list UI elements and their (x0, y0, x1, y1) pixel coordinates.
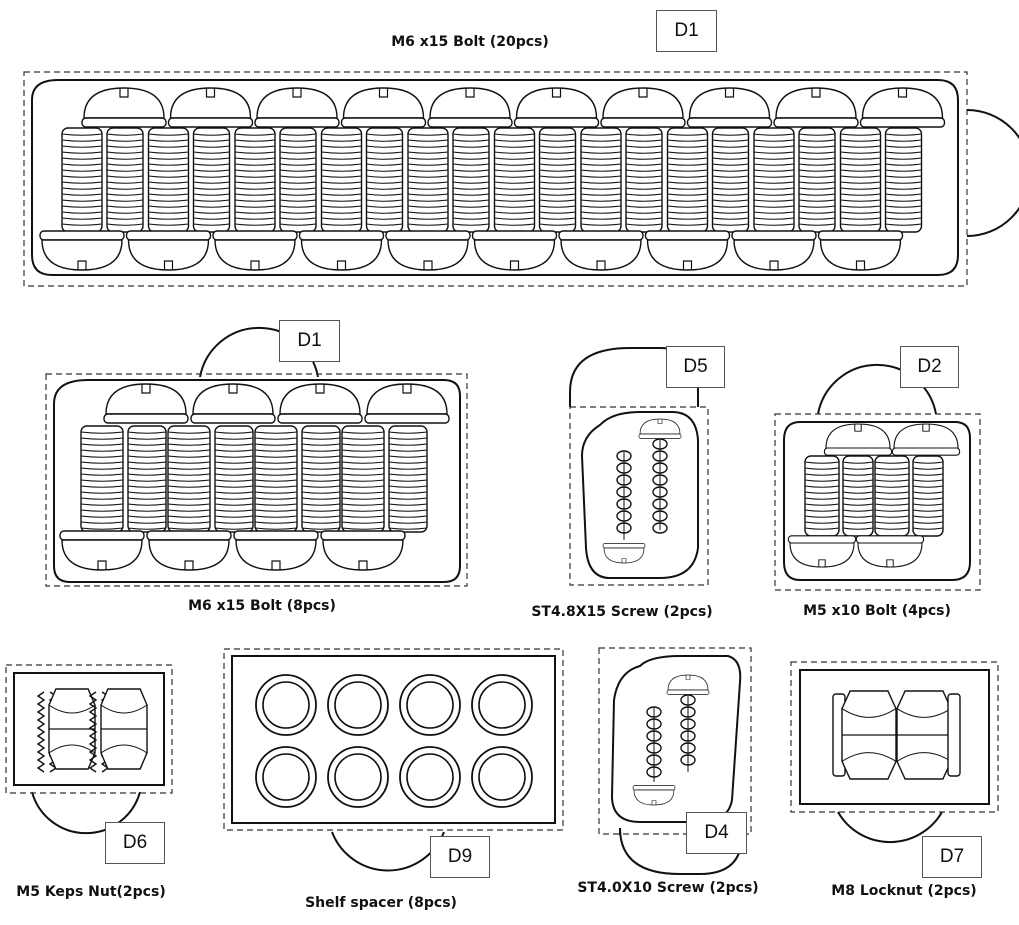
bolt-thread (912, 455, 944, 537)
bolt-thread (301, 425, 341, 533)
shelf-spacer (399, 746, 461, 808)
caption-d1-small: M6 x15 Bolt (8pcs) (188, 598, 336, 614)
bolt-thread (192, 127, 231, 233)
hex-nut (100, 688, 148, 770)
code-tag-d1-small: D1 (279, 320, 340, 362)
bolt-thread (147, 127, 190, 233)
bolt-thread (320, 127, 363, 233)
shelf-spacer (255, 746, 317, 808)
screw (602, 450, 646, 564)
bolt-thread (254, 425, 298, 533)
bolt-thread (711, 127, 750, 233)
bolt-thread (388, 425, 428, 533)
bolt-thread (80, 425, 124, 533)
code-tag-d2: D2 (900, 346, 959, 388)
bolt-thread (798, 127, 836, 233)
code-tag-d5: D5 (666, 346, 725, 388)
hex-nut (841, 690, 897, 780)
code-tag-d6: D6 (105, 822, 165, 864)
bolt-thread (365, 127, 404, 233)
bolt-thread (839, 127, 882, 233)
bolt-thread (407, 127, 449, 233)
bolt-thread (884, 127, 923, 233)
bolt-thread (842, 455, 874, 537)
hex-nut (896, 690, 952, 780)
bolt-thread (61, 127, 103, 233)
bolt-thread (580, 127, 622, 233)
bolt-thread (279, 127, 317, 233)
bolt-thread (874, 455, 910, 537)
bolt-thread (804, 455, 840, 537)
bolt-thread (214, 425, 254, 533)
screw (632, 706, 676, 806)
bolt-thread (106, 127, 144, 233)
code-tag-d9: D9 (430, 836, 490, 878)
nylon-insert (947, 693, 961, 777)
shelf-spacer (471, 746, 533, 808)
pack-d6 (5, 664, 173, 835)
pack-d4 (598, 647, 752, 875)
bolt-thread (753, 127, 795, 233)
pack-d7 (790, 661, 999, 844)
caption-d2: M5 x10 Bolt (4pcs) (803, 603, 951, 619)
pack-d9 (223, 648, 564, 872)
bolt-thread (167, 425, 211, 533)
bolt-thread (666, 127, 709, 233)
screw (666, 674, 710, 772)
pack-d5 (569, 347, 709, 586)
hex-nut (48, 688, 96, 770)
bolt-thread (493, 127, 536, 233)
shelf-spacer (327, 674, 389, 736)
bolt-thread (538, 127, 577, 233)
pack-d1-large (23, 71, 1019, 287)
bolt-thread (341, 425, 385, 533)
caption-d5: ST4.8X15 Screw (2pcs) (531, 604, 713, 620)
code-tag-d4: D4 (686, 812, 747, 854)
caption-d1-large: M6 x15 Bolt (20pcs) (391, 34, 549, 50)
caption-d7: M8 Locknut (2pcs) (831, 883, 977, 899)
screw (638, 418, 682, 534)
caption-d9: Shelf spacer (8pcs) (305, 895, 457, 911)
code-tag-d7: D7 (922, 836, 982, 878)
shelf-spacer (471, 674, 533, 736)
code-tag-d1-large: D1 (656, 10, 717, 52)
bolt-thread (452, 127, 490, 233)
bolt-thread (625, 127, 663, 233)
caption-d4: ST4.0X10 Screw (2pcs) (577, 880, 759, 896)
shelf-spacer (399, 674, 461, 736)
shelf-spacer (255, 674, 317, 736)
bolt-thread (127, 425, 167, 533)
bolt-thread (234, 127, 276, 233)
pack-d1-small (45, 326, 468, 587)
shelf-spacer (327, 746, 389, 808)
caption-d6: M5 Keps Nut(2pcs) (16, 884, 166, 900)
pack-d2 (774, 363, 981, 591)
